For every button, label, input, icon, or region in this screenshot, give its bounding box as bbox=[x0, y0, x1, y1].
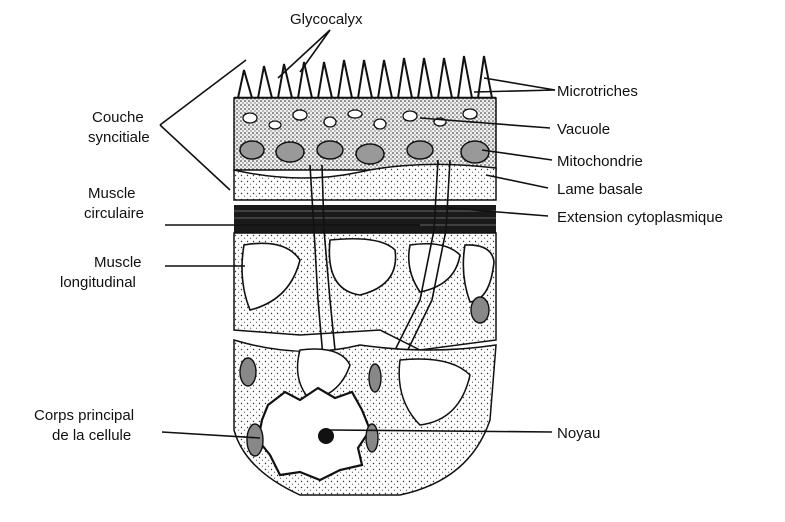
label-extension-cytoplasmique: Extension cytoplasmique bbox=[557, 209, 723, 226]
label-corps-principal-line2: de la cellule bbox=[52, 427, 131, 444]
label-muscle-longitudinal-line1: Muscle bbox=[94, 254, 142, 271]
longitudinal-muscle bbox=[234, 233, 496, 350]
label-couche-syncitiale-line1: Couche bbox=[92, 109, 144, 126]
label-lame-basale: Lame basale bbox=[557, 181, 643, 198]
label-microtriches: Microtriches bbox=[557, 83, 638, 100]
label-mitochondrie: Mitochondrie bbox=[557, 153, 643, 170]
label-muscle-circulaire-line2: circulaire bbox=[84, 205, 144, 222]
tissue-illustration bbox=[234, 56, 496, 495]
syncytial-layer bbox=[234, 98, 496, 170]
label-muscle-circulaire-line1: Muscle bbox=[88, 185, 136, 202]
label-vacuole: Vacuole bbox=[557, 121, 610, 138]
label-corps-principal-line1: Corps principal bbox=[34, 407, 134, 424]
label-noyau: Noyau bbox=[557, 425, 600, 442]
label-couche-syncitiale-line2: syncitiale bbox=[88, 129, 150, 146]
microtriches-row bbox=[234, 56, 496, 98]
label-muscle-longitudinal-line2: longitudinal bbox=[60, 274, 136, 291]
label-glycocalyx: Glycocalyx bbox=[290, 11, 363, 28]
